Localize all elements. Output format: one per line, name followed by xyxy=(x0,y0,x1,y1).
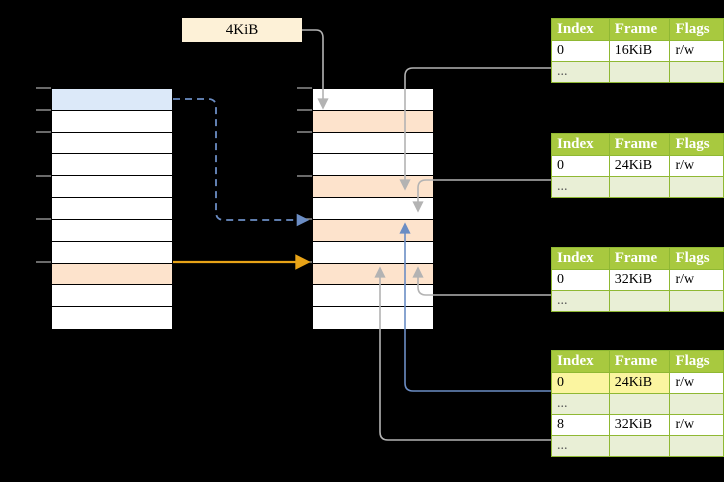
table-header-index: Index xyxy=(551,18,610,41)
table-cell xyxy=(608,435,671,457)
table-cell: ... xyxy=(551,290,610,312)
table-cell: ... xyxy=(551,176,610,198)
memory-row xyxy=(52,241,172,264)
virtual-address-space-column xyxy=(51,88,173,329)
table-cell xyxy=(669,290,724,312)
size-label: 4KiB xyxy=(182,18,302,42)
table-cell: 0 xyxy=(551,155,610,177)
memory-row xyxy=(313,198,433,220)
table-header-frame: Frame xyxy=(608,133,671,156)
table-cell xyxy=(669,435,724,457)
table-cell xyxy=(669,393,724,415)
memory-row xyxy=(313,285,433,308)
table-cell xyxy=(608,176,671,198)
memory-row xyxy=(313,307,433,329)
table-cell: r/w xyxy=(669,155,724,177)
table-row[interactable]: ... xyxy=(551,61,724,83)
table-row[interactable]: ... xyxy=(551,435,724,457)
memory-row xyxy=(52,154,172,177)
table-header-frame: Frame xyxy=(608,247,671,270)
table-header-flags: Flags xyxy=(669,350,724,373)
memory-row xyxy=(313,241,433,264)
table-header-index: Index xyxy=(551,247,610,270)
connector-virtual-to-physical-dashed xyxy=(173,98,310,227)
table-cell: 32KiB xyxy=(608,269,671,291)
table-header-index: Index xyxy=(551,350,610,373)
memory-row xyxy=(52,307,172,329)
memory-row xyxy=(52,110,172,133)
table-row[interactable]: ... xyxy=(551,290,724,312)
table-header-flags: Flags xyxy=(669,247,724,270)
table-cell xyxy=(608,61,671,83)
table-header-frame: Frame xyxy=(608,350,671,373)
memory-row xyxy=(52,285,172,308)
memory-row xyxy=(313,219,433,242)
memory-row xyxy=(52,132,172,155)
table-cell: r/w xyxy=(669,372,724,394)
table-cell: r/w xyxy=(669,40,724,62)
connector-table3-to-mem xyxy=(412,266,551,296)
table-header-index: Index xyxy=(551,133,610,156)
table-cell xyxy=(608,290,671,312)
table-header-frame: Frame xyxy=(608,18,671,41)
table-cell: 24KiB xyxy=(608,155,671,177)
table-cell xyxy=(669,61,724,83)
table-cell: 0 xyxy=(551,269,610,291)
table-cell: 0 xyxy=(551,372,610,394)
physical-memory-column xyxy=(312,88,434,329)
memory-row xyxy=(313,176,433,199)
memory-row xyxy=(313,89,433,111)
table-cell: 16KiB xyxy=(608,40,671,62)
table-cell: ... xyxy=(551,435,610,457)
table-header-flags: Flags xyxy=(669,18,724,41)
table-cell: r/w xyxy=(669,269,724,291)
table-header-flags: Flags xyxy=(669,133,724,156)
memory-row xyxy=(313,263,433,286)
memory-row xyxy=(52,198,172,220)
memory-row xyxy=(52,219,172,242)
table-row[interactable]: ... xyxy=(551,393,724,415)
table-cell: 0 xyxy=(551,40,610,62)
memory-row xyxy=(52,263,172,286)
table-cell xyxy=(608,393,671,415)
memory-row xyxy=(52,89,172,111)
table-cell xyxy=(669,176,724,198)
table-row[interactable]: ... xyxy=(551,176,724,198)
table-cell: 8 xyxy=(551,414,610,436)
memory-row xyxy=(313,110,433,133)
memory-row xyxy=(313,132,433,155)
table-cell: 24KiB xyxy=(608,372,671,394)
connector-table2-to-mem xyxy=(412,179,551,213)
table-cell: 32KiB xyxy=(608,414,671,436)
table-cell: ... xyxy=(551,61,610,83)
table-cell: r/w xyxy=(669,414,724,436)
memory-row xyxy=(313,154,433,177)
table-cell: ... xyxy=(551,393,610,415)
memory-row xyxy=(52,176,172,199)
